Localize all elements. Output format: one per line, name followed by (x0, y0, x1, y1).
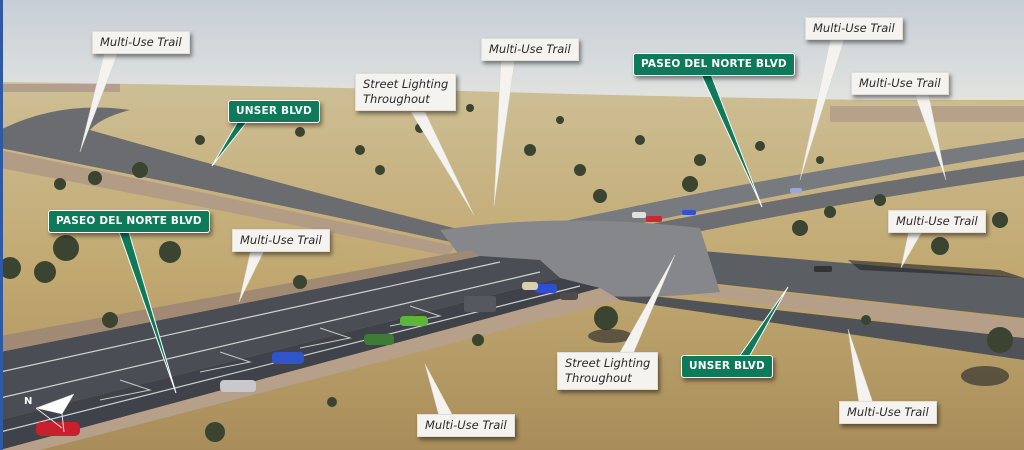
callout-unser-blvd: UNSER BLVD (228, 100, 320, 123)
callout-multi-use-trail: Multi-Use Trail (851, 72, 949, 95)
vehicles (36, 188, 832, 436)
unser-blvd-south-road (600, 290, 1024, 360)
trail-strip-sw (0, 288, 620, 450)
callout-line: Street Lighting (565, 356, 651, 370)
callout-multi-use-trail: Multi-Use Trail (417, 414, 515, 437)
callout-multi-use-trail: Multi-Use Trail (92, 31, 190, 54)
svg-text:N: N (24, 396, 32, 407)
left-border (0, 0, 3, 450)
callout-street-lighting: Street Lighting Throughout (355, 73, 457, 111)
paseo-east-upper-road (560, 138, 1024, 232)
callout-unser-blvd: UNSER BLVD (681, 355, 773, 378)
callout-paseo-del-norte-blvd: PASEO DEL NORTE BLVD (48, 210, 210, 233)
callout-multi-use-trail: Multi-Use Trail (805, 17, 903, 40)
callout-multi-use-trail: Multi-Use Trail (839, 401, 937, 424)
trail-strip-nw (0, 150, 455, 256)
callout-line: Throughout (565, 371, 632, 385)
callout-line: Street Lighting (363, 77, 449, 91)
callout-multi-use-trail: Multi-Use Trail (888, 210, 986, 233)
callout-paseo-del-norte-blvd: PASEO DEL NORTE BLVD (633, 53, 795, 76)
callout-multi-use-trail: Multi-Use Trail (481, 38, 579, 61)
callout-street-lighting: Street Lighting Throughout (557, 352, 659, 390)
paseo-east-lower-road (690, 250, 1024, 318)
callout-line: Throughout (363, 92, 430, 106)
callout-multi-use-trail: Multi-Use Trail (232, 229, 330, 252)
north-arrow-icon: N (24, 393, 75, 433)
